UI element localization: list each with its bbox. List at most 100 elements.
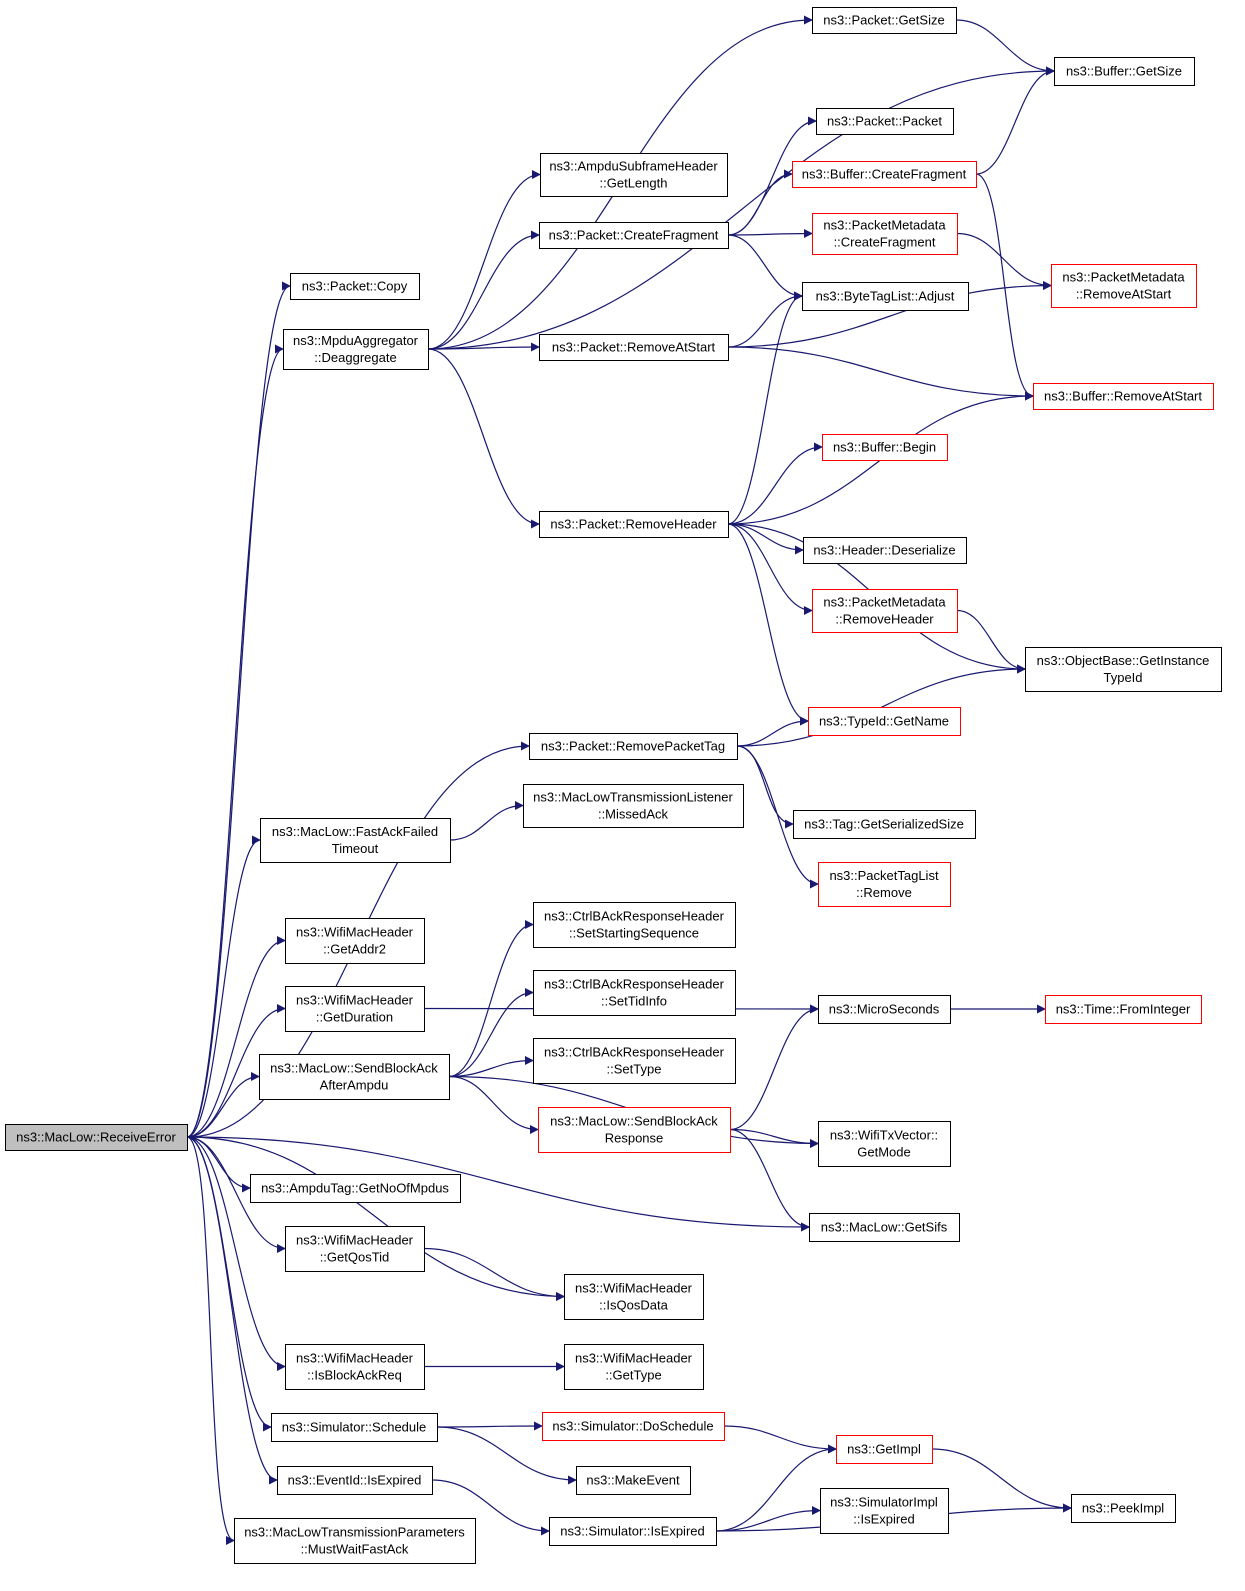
node-microseconds[interactable]: ns3::MicroSeconds	[818, 995, 951, 1024]
node-packet_removepackettag[interactable]: ns3::Packet::RemovePacketTag	[529, 733, 738, 760]
node-box	[818, 862, 951, 907]
node-box	[1045, 995, 1202, 1024]
node-wifimacheader_getaddr2[interactable]: ns3::WifiMacHeader::GetAddr2	[285, 918, 425, 964]
node-receive_error[interactable]: ns3::MacLow::ReceiveError	[5, 1124, 188, 1151]
node-typeid_getname[interactable]: ns3::TypeId::GetName	[808, 707, 961, 736]
node-ampdu_subframe_getlength[interactable]: ns3::AmpduSubframeHeader::GetLength	[540, 153, 728, 197]
node-box	[259, 1054, 450, 1100]
node-simulator_schedule[interactable]: ns3::Simulator::Schedule	[271, 1413, 438, 1442]
node-packet_createfragment[interactable]: ns3::Packet::CreateFragment	[539, 222, 729, 249]
node-packet_packet[interactable]: ns3::Packet::Packet	[816, 108, 954, 135]
node-label: ns3::Packet::RemoveAtStart	[552, 340, 716, 355]
node-box	[564, 1344, 704, 1390]
node-mpdu_deaggregate[interactable]: ns3::MpduAggregator::Deaggregate	[283, 329, 429, 370]
node-maclow_getsifs[interactable]: ns3::MacLow::GetSifs	[809, 1213, 960, 1242]
node-wifimacheader_getduration[interactable]: ns3::WifiMacHeader::GetDuration	[285, 986, 425, 1032]
node-ampdutag_getnoofmpdus[interactable]: ns3::AmpduTag::GetNoOfMpdus	[250, 1174, 461, 1203]
edge-maclow_sendblockackafterampdu-to-maclow_sendblockackresponse	[448, 1075, 539, 1134]
edge-maclow_fastackfailedtimeout-to-listener_missedack	[449, 801, 524, 841]
node-label: Timeout	[332, 841, 379, 856]
node-wifitxvector_getmode[interactable]: ns3::WifiTxVector::GetMode	[818, 1121, 951, 1167]
node-makeevent[interactable]: ns3::MakeEvent	[576, 1466, 691, 1495]
edge-packet_removeatstart-to-packetmetadata_removeatstart	[727, 281, 1052, 348]
edge-getimpl-to-peekimpl	[931, 1448, 1072, 1513]
node-label: ::GetQosTid	[320, 1250, 390, 1265]
node-label: ns3::Time::FromInteger	[1056, 1002, 1191, 1017]
node-simulator_doschedule[interactable]: ns3::Simulator::DoSchedule	[542, 1412, 725, 1441]
node-label: ns3::WifiMacHeader	[575, 1281, 693, 1296]
node-header_deserialize[interactable]: ns3::Header::Deserialize	[803, 537, 967, 564]
node-box	[808, 707, 961, 736]
node-packetmetadata_removeheader[interactable]: ns3::PacketMetadata::RemoveHeader	[812, 589, 958, 633]
node-packetmetadata_removeatstart[interactable]: ns3::PacketMetadata::RemoveAtStart	[1051, 264, 1197, 308]
node-label: GetMode	[857, 1145, 910, 1160]
node-wifimacheader_isqosdata[interactable]: ns3::WifiMacHeader::IsQosData	[564, 1274, 704, 1320]
node-peekimpl[interactable]: ns3::PeekImpl	[1071, 1494, 1176, 1523]
node-box	[260, 818, 451, 863]
node-wifimacheader_isblockackreq[interactable]: ns3::WifiMacHeader::IsBlockAckReq	[285, 1344, 425, 1390]
node-label: ns3::Packet::GetSize	[823, 13, 944, 28]
node-buffer_createfragment[interactable]: ns3::Buffer::CreateFragment	[792, 161, 977, 188]
node-packet_removeheader[interactable]: ns3::Packet::RemoveHeader	[539, 511, 729, 538]
node-ctrlback_setstartingsequence[interactable]: ns3::CtrlBAckResponseHeader::SetStarting…	[533, 902, 736, 948]
node-packet_getsize[interactable]: ns3::Packet::GetSize	[812, 7, 957, 34]
node-label: ::GetAddr2	[323, 942, 386, 957]
node-ctrlback_settype[interactable]: ns3::CtrlBAckResponseHeader::SetType	[533, 1038, 736, 1084]
node-label: ns3::Simulator::DoSchedule	[552, 1419, 713, 1434]
node-box	[1054, 57, 1195, 86]
node-packetmetadata_createfragment[interactable]: ns3::PacketMetadata::CreateFragment	[812, 213, 958, 255]
node-params_mustwaitfastack[interactable]: ns3::MacLowTransmissionParameters::MustW…	[234, 1518, 476, 1564]
node-packettaglist_remove[interactable]: ns3::PacketTagList::Remove	[818, 862, 951, 907]
edge-buffer_createfragment-to-buffer_removeatstart	[975, 173, 1034, 401]
edge-eventid_isexpired-to-simulator_isexpired	[431, 1479, 550, 1536]
node-label: ::Deaggregate	[314, 350, 396, 365]
edge-maclow_sendblockackresponse-to-wifitxvector_getmode	[729, 1128, 819, 1148]
node-box	[533, 970, 736, 1016]
node-getimpl[interactable]: ns3::GetImpl	[836, 1435, 933, 1464]
edge-simulator_schedule-to-makeevent	[436, 1426, 577, 1485]
node-wifimacheader_getqostid[interactable]: ns3::WifiMacHeader::GetQosTid	[285, 1226, 425, 1272]
node-label: ns3::PacketTagList	[829, 868, 939, 883]
edge-receive_error-to-packet_copy	[186, 281, 291, 1138]
node-label: ::MustWaitFastAck	[301, 1542, 409, 1557]
edge-packet_removepackettag-to-packettaglist_remove	[736, 745, 819, 889]
node-simulatorimpl_isexpired[interactable]: ns3::SimulatorImpl::IsExpired	[820, 1488, 949, 1534]
node-label: ::SetStartingSequence	[569, 926, 699, 941]
node-tag_getserializedsize[interactable]: ns3::Tag::GetSerializedSize	[793, 810, 976, 839]
node-box	[234, 1518, 476, 1564]
node-packet_removeatstart[interactable]: ns3::Packet::RemoveAtStart	[539, 334, 729, 361]
edge-mpdu_deaggregate-to-buffer_getsize	[427, 66, 1055, 350]
node-simulator_isexpired[interactable]: ns3::Simulator::IsExpired	[549, 1517, 717, 1546]
edge-packet_removeheader-to-bytetaglist_adjust	[727, 291, 803, 525]
node-label: ns3::Header::Deserialize	[813, 543, 955, 558]
node-box	[1071, 1494, 1176, 1523]
node-label: ns3::Buffer::CreateFragment	[802, 167, 967, 182]
edge-receive_error-to-mpdu_deaggregate	[186, 344, 284, 1138]
node-label: ::SetTidInfo	[601, 994, 667, 1009]
node-packet_copy[interactable]: ns3::Packet::Copy	[290, 273, 420, 300]
node-box	[818, 995, 951, 1024]
node-wifimacheader_gettype[interactable]: ns3::WifiMacHeader::GetType	[564, 1344, 704, 1390]
node-listener_missedack[interactable]: ns3::MacLowTransmissionListener::MissedA…	[523, 784, 744, 828]
node-ctrlback_settidinfo[interactable]: ns3::CtrlBAckResponseHeader::SetTidInfo	[533, 970, 736, 1016]
node-label: ns3::Packet::CreateFragment	[549, 228, 719, 243]
edge-packet_createfragment-to-packetmetadata_createfragment	[727, 229, 813, 239]
node-buffer_removeatstart[interactable]: ns3::Buffer::RemoveAtStart	[1033, 383, 1214, 410]
node-label: ns3::Buffer::Begin	[833, 440, 936, 455]
node-time_frominteger[interactable]: ns3::Time::FromInteger	[1045, 995, 1202, 1024]
node-eventid_isexpired[interactable]: ns3::EventId::IsExpired	[277, 1466, 433, 1495]
node-buffer_getsize[interactable]: ns3::Buffer::GetSize	[1054, 57, 1195, 86]
node-label: ns3::ByteTagList::Adjust	[816, 289, 955, 304]
node-label: ns3::Packet::Copy	[302, 279, 408, 294]
edge-packet_removepackettag-to-typeid_getname	[736, 716, 809, 747]
node-box	[812, 213, 958, 255]
node-label: ns3::Buffer::GetSize	[1066, 64, 1182, 79]
node-buffer_begin[interactable]: ns3::Buffer::Begin	[822, 434, 948, 461]
node-bytetaglist_adjust[interactable]: ns3::ByteTagList::Adjust	[802, 282, 969, 311]
node-box	[285, 1344, 425, 1390]
node-box	[1033, 383, 1214, 410]
